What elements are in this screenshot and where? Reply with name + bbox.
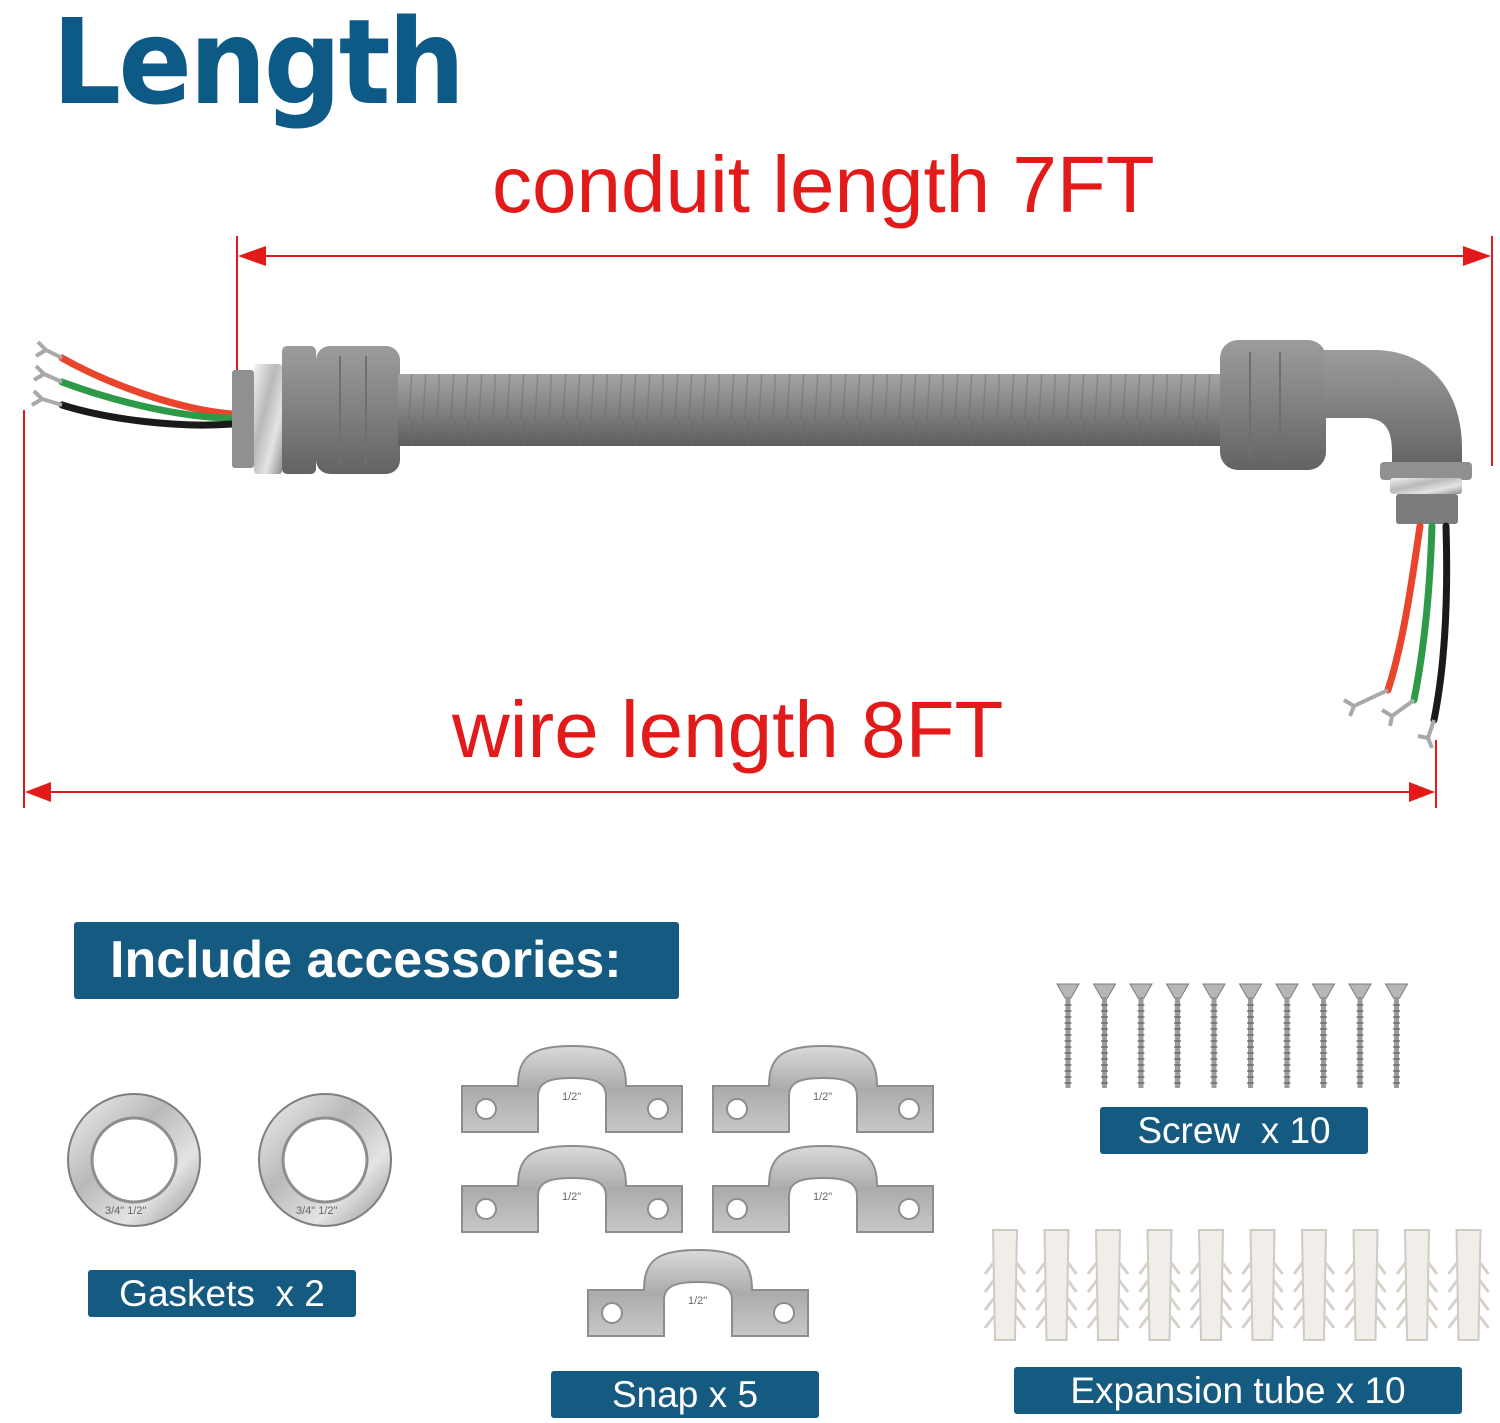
gasket-icon: 3/4" 1/2" bbox=[258, 1093, 392, 1227]
expansion-tube-icon bbox=[1086, 1229, 1130, 1341]
expansion-tube-label: Expansion tube x 10 bbox=[1014, 1367, 1462, 1414]
wire-dimension-line bbox=[23, 410, 1437, 808]
accessories-heading: Include accessories: bbox=[74, 922, 679, 999]
flexible-conduit bbox=[398, 374, 1224, 446]
expansion-tube-icon bbox=[1189, 1229, 1233, 1341]
screw-icon bbox=[1056, 983, 1080, 1088]
screw-icon bbox=[1384, 983, 1409, 1088]
screw-icon bbox=[1129, 983, 1153, 1088]
elbow-connector bbox=[1324, 350, 1472, 524]
expansion-tube-icon bbox=[1241, 1229, 1284, 1341]
right-wire-bundle bbox=[1384, 522, 1451, 724]
conduit-dimension-line bbox=[236, 236, 1493, 466]
screw-group bbox=[1056, 983, 1409, 1088]
pipe-clip-icon: 1/2" bbox=[461, 1144, 683, 1233]
expansion-tube-icon bbox=[1292, 1229, 1336, 1341]
screw-icon bbox=[1202, 983, 1226, 1088]
gasket-marking: 3/4" 1/2" bbox=[296, 1205, 338, 1217]
wire-length-label: wire length 8FT bbox=[452, 685, 1004, 774]
expansion-tube-icon bbox=[1344, 1229, 1387, 1341]
left-wire-bundle bbox=[58, 354, 236, 429]
page-title: Length bbox=[52, 0, 465, 131]
screw-label: Screw x 10 bbox=[1100, 1107, 1368, 1154]
right-connector-nut bbox=[1220, 340, 1326, 470]
gaskets-label: Gaskets x 2 bbox=[88, 1270, 356, 1317]
snap-label: Snap x 5 bbox=[551, 1371, 819, 1418]
screw-icon bbox=[1238, 983, 1263, 1088]
gasket-marking: 3/4" 1/2" bbox=[105, 1205, 147, 1217]
expansion-tube-icon bbox=[1395, 1229, 1439, 1341]
clip-marking: 1/2" bbox=[688, 1295, 707, 1307]
expansion-tube-icon bbox=[1447, 1229, 1490, 1341]
pipe-clip-icon: 1/2" bbox=[461, 1044, 683, 1133]
screw-icon bbox=[1348, 983, 1372, 1088]
gasket-icon: 3/4" 1/2" bbox=[67, 1093, 201, 1227]
clip-marking: 1/2" bbox=[813, 1191, 832, 1203]
screw-icon bbox=[1165, 983, 1190, 1088]
clip-marking: 1/2" bbox=[562, 1191, 581, 1203]
clip-marking: 1/2" bbox=[562, 1091, 581, 1103]
screw-icon bbox=[1311, 983, 1336, 1088]
expansion-tube-icon bbox=[983, 1229, 1027, 1341]
clip-marking: 1/2" bbox=[813, 1091, 832, 1103]
pipe-clip-icon: 1/2" bbox=[712, 1144, 934, 1233]
screw-icon bbox=[1275, 983, 1299, 1088]
right-wire-terminals bbox=[1342, 688, 1436, 749]
conduit-length-label: conduit length 7FT bbox=[492, 140, 1155, 229]
pipe-clip-icon: 1/2" bbox=[712, 1044, 934, 1133]
expansion-tube-group bbox=[983, 1229, 1490, 1341]
expansion-tube-icon bbox=[1035, 1229, 1078, 1341]
left-wire-terminals bbox=[30, 340, 63, 407]
pipe-clip-icon: 1/2" bbox=[587, 1248, 809, 1337]
expansion-tube-icon bbox=[1138, 1229, 1181, 1341]
left-connector-fitting bbox=[232, 346, 400, 474]
screw-icon bbox=[1092, 983, 1117, 1088]
